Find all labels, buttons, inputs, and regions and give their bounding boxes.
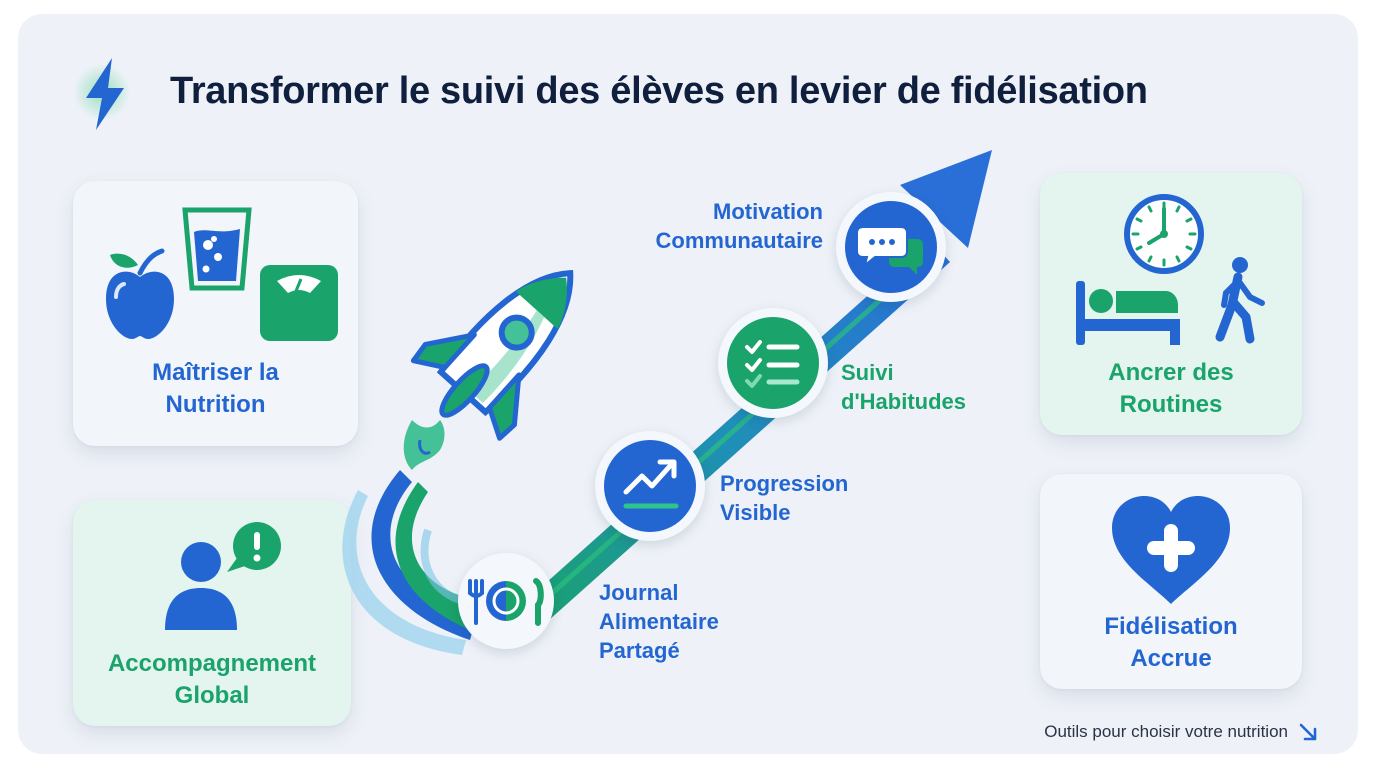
step-label-journal: Journal Alimentaire Partagé [599, 578, 719, 665]
step-progression-line2: Visible [720, 500, 791, 525]
step-habitudes-line2: d'Habitudes [841, 389, 967, 414]
bed-icon [1076, 281, 1180, 345]
title-icon-wrap [74, 52, 134, 136]
card-accompagnement-label-2: Global [174, 682, 250, 709]
lightning-bolt-icon [86, 58, 124, 130]
step-motivation-line1: Motivation [713, 199, 823, 224]
step-journal-line2: Alimentaire [599, 609, 719, 634]
card-fidelisation-label-2: Accrue [1130, 645, 1212, 672]
card-routines-label-2: Routines [1119, 391, 1223, 418]
step-journal-line3: Partagé [599, 638, 680, 663]
step-motivation-line2: Communautaire [655, 228, 823, 253]
water-glass-icon [182, 207, 252, 291]
step-node-habitudes [718, 308, 828, 418]
step-habitudes-line1: Suivi [841, 360, 894, 385]
card-nutrition-label-1: Maîtriser la [152, 359, 279, 386]
step-node-motivation [836, 192, 946, 302]
step-node-progression [595, 431, 705, 541]
card-routines: Ancrer des Routines [1040, 173, 1302, 435]
card-accompagnement-label-1: Accompagnement [107, 650, 317, 677]
card-nutrition: Maîtriser la Nutrition [73, 181, 358, 446]
footer-link[interactable]: Outils pour choisir votre nutrition [1044, 722, 1318, 742]
clock-icon [1124, 194, 1204, 274]
arrow-down-right-icon [1299, 723, 1317, 741]
scale-icon [260, 265, 338, 341]
page-title: Transformer le suivi des élèves en levie… [170, 70, 1148, 112]
card-fidelisation-label-1: Fidélisation [1104, 613, 1238, 640]
walking-person-icon [1215, 257, 1265, 344]
heart-plus-icon [1112, 496, 1230, 604]
trend-up-icon [623, 459, 679, 509]
apple-icon [106, 248, 174, 339]
card-routines-label-1: Ancrer des [1108, 359, 1234, 386]
card-fidelisation: Fidélisation Accrue [1040, 474, 1302, 689]
plate-cutlery-icon [468, 578, 544, 626]
checklist-icon [745, 340, 800, 388]
chat-bubbles-icon [856, 226, 923, 275]
step-progression-line1: Progression [720, 471, 849, 496]
step-node-journal [458, 553, 554, 649]
step-label-motivation: Motivation Communautaire [656, 197, 823, 255]
step-journal-line1: Journal [599, 580, 679, 605]
step-label-habitudes: Suivi d'Habitudes [841, 358, 966, 416]
card-nutrition-label-2: Nutrition [165, 391, 266, 418]
card-accompagnement: Accompagnement Global [73, 500, 351, 726]
step-label-progression: Progression Visible [720, 469, 848, 527]
person-icon [165, 542, 237, 630]
footer-link-text: Outils pour choisir votre nutrition [1044, 722, 1288, 741]
alert-speech-bubble-icon [227, 522, 281, 572]
